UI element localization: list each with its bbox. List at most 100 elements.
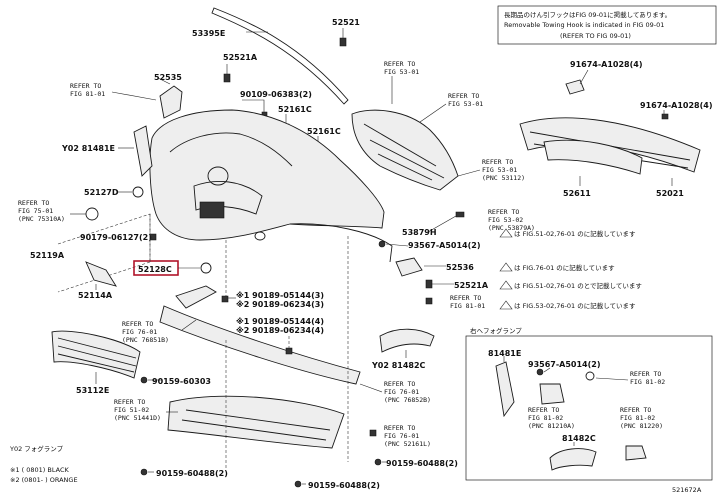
- clip-icon: [223, 73, 231, 83]
- notice-line-2: Removable Towing Hook is indicated in FI…: [504, 21, 664, 29]
- bumper-upper-line: [169, 132, 293, 167]
- fog-cover-81482c: [379, 328, 435, 353]
- svg-text:REFER TO: REFER TO: [488, 208, 519, 216]
- label-81481e[interactable]: Y02 81481E: [61, 144, 115, 153]
- label-90159-60303[interactable]: 90159-60303: [152, 377, 211, 386]
- license-bracket-mark: [199, 201, 225, 219]
- radiator-grille: [351, 109, 459, 191]
- fog-cover-81481e: [133, 125, 153, 177]
- label-81482c[interactable]: Y02 81482C: [371, 361, 426, 370]
- label-52119a[interactable]: 52119A: [30, 251, 65, 260]
- caution-triangle-icon: [499, 280, 513, 290]
- ref-81-02-a[interactable]: REFER TO FIG 81-02: [630, 370, 665, 386]
- label-52114a[interactable]: 52114A: [78, 291, 113, 300]
- ref-76-01-b[interactable]: REFER TO FIG 76-01 (PNC 76852B): [384, 380, 431, 404]
- svg-text:(PNC 75310A): (PNC 75310A): [18, 215, 65, 223]
- ref-76-01-c[interactable]: REFER TO FIG 76-01 (PNC 52161L): [384, 424, 431, 448]
- fog-cover-81481e-inset: [495, 361, 515, 418]
- label-52128c[interactable]: 52128C: [138, 265, 172, 274]
- clip-52128c-icon: [200, 262, 212, 274]
- nut-icon: [285, 347, 293, 355]
- legend-orange: ※2 (0801- ) ORANGE: [10, 476, 78, 484]
- label-90159-60488-b[interactable]: 90159-60488(2): [386, 459, 458, 468]
- label-52161c-b[interactable]: 52161C: [307, 127, 341, 136]
- svg-text:FIG 76-01: FIG 76-01: [384, 388, 419, 396]
- label-53112e[interactable]: 53112E: [76, 386, 109, 395]
- svg-text:(PNC 76851B): (PNC 76851B): [122, 336, 169, 344]
- label-91674-a[interactable]: 91674-A1028(4): [570, 60, 643, 69]
- svg-text:FIG 51-02: FIG 51-02: [114, 406, 149, 414]
- screw-icon: [140, 376, 148, 384]
- label-52521a-right[interactable]: 52521A: [454, 281, 489, 290]
- label-90159-60488-c[interactable]: 90159-60488(2): [308, 481, 380, 490]
- label-90189-c[interactable]: ※1 90189-05144(4): [236, 316, 324, 326]
- label-fog-81482c[interactable]: 81482C: [562, 434, 596, 443]
- svg-text:REFER TO: REFER TO: [448, 92, 479, 100]
- svg-text:FIG 81-01: FIG 81-01: [70, 90, 105, 98]
- ref-53-02[interactable]: REFER TO FIG 53-02 (PNC 53879A): [488, 208, 535, 232]
- bracket-52535: [159, 85, 183, 119]
- fog-inset-title: 右ヘフォグランプ: [470, 326, 522, 335]
- label-90179[interactable]: 90179-06127(2): [80, 233, 152, 242]
- screw-icon: [378, 240, 386, 248]
- label-90189-b[interactable]: ※2 90189-06234(3): [236, 299, 324, 309]
- fog-cover-81482c-inset: [549, 448, 597, 471]
- label-52536[interactable]: 52536: [446, 263, 474, 272]
- label-52161c-a[interactable]: 52161C: [278, 105, 312, 114]
- screw-icon: [140, 468, 148, 476]
- lower-spoiler-end: [175, 285, 217, 309]
- label-52127d[interactable]: 52127D: [84, 188, 119, 197]
- label-52021[interactable]: 52021: [656, 189, 684, 198]
- label-52535[interactable]: 52535: [154, 73, 182, 82]
- svg-text:FIG 53-01: FIG 53-01: [448, 100, 483, 108]
- label-52521a-top[interactable]: 52521A: [223, 53, 258, 62]
- bulb-icon: [585, 371, 595, 381]
- legend-y02: Y02 フォグランプ: [9, 444, 64, 453]
- svg-text:FIG 76-01: FIG 76-01: [122, 328, 157, 336]
- clip-icon: [339, 37, 347, 47]
- ref-53-01-c[interactable]: REFER TO FIG 53-01 (PNC 53112): [482, 158, 525, 182]
- svg-text:REFER TO: REFER TO: [384, 60, 415, 68]
- ref-81-02-c[interactable]: REFER TO FIG 81-02 (PNC 81220): [620, 406, 663, 430]
- label-90189-a[interactable]: ※1 90189-05144(3): [236, 290, 324, 300]
- notice-line-3[interactable]: (REFER TO FIG 09-01): [560, 32, 631, 40]
- label-fog-81481e[interactable]: 81481E: [488, 349, 521, 358]
- ref-53-01-a[interactable]: REFER TO FIG 53-01: [384, 60, 419, 76]
- front-bumper-cover: [149, 109, 385, 241]
- clip-52127d-icon: [132, 186, 144, 198]
- bracket-52536: [395, 257, 423, 277]
- svg-text:FIG 81-01: FIG 81-01: [450, 302, 485, 310]
- label-52521[interactable]: 52521: [332, 18, 360, 27]
- label-52611[interactable]: 52611: [563, 189, 591, 198]
- ref-76-01-a[interactable]: REFER TO FIG 76-01 (PNC 76851B): [122, 320, 169, 344]
- label-90109[interactable]: 90109-06383(2): [240, 90, 312, 99]
- ref-51-02[interactable]: REFER TO FIG 51-02 (PNC 51441D): [114, 398, 161, 422]
- label-90159-60488-a[interactable]: 90159-60488(2): [156, 469, 228, 478]
- note-4: は FIG.53-02,76-01 のに記載しています: [514, 301, 636, 310]
- ref-81-01-right[interactable]: REFER TO FIG 81-01: [450, 294, 485, 310]
- lower-grille-slats: [57, 337, 137, 373]
- nut-icon: [221, 295, 229, 303]
- label-91674-b[interactable]: 91674-A1028(4): [640, 101, 713, 110]
- svg-text:REFER TO: REFER TO: [528, 406, 559, 414]
- svg-text:FIG 53-02: FIG 53-02: [488, 216, 523, 224]
- svg-text:REFER TO: REFER TO: [630, 370, 661, 378]
- label-fog-93567[interactable]: 93567-A5014(2): [528, 360, 601, 369]
- ref-81-01-left[interactable]: REFER TO FIG 81-01: [70, 82, 105, 98]
- grille-ribs: [363, 123, 445, 181]
- svg-text:REFER TO: REFER TO: [384, 380, 415, 388]
- label-90189-d[interactable]: ※2 90189-06234(4): [236, 325, 324, 335]
- svg-text:(PNC 51441D): (PNC 51441D): [114, 414, 161, 422]
- label-53879h[interactable]: 53879H: [402, 228, 437, 237]
- emblem-mount: [207, 166, 229, 186]
- ref-81-02-b[interactable]: REFER TO FIG 81-02 (PNC 81210A): [528, 406, 575, 430]
- label-53395e[interactable]: 53395E: [192, 29, 225, 38]
- fog-opening-right: [254, 231, 266, 241]
- svg-text:REFER TO: REFER TO: [114, 398, 145, 406]
- notice-box: [497, 5, 717, 45]
- ref-53-01-b[interactable]: REFER TO FIG 53-01: [448, 92, 483, 108]
- ref-75-01[interactable]: REFER TO FIG 75-01 (PNC 75310A): [18, 199, 65, 223]
- label-93567-a[interactable]: 93567-A5014(2): [408, 241, 481, 250]
